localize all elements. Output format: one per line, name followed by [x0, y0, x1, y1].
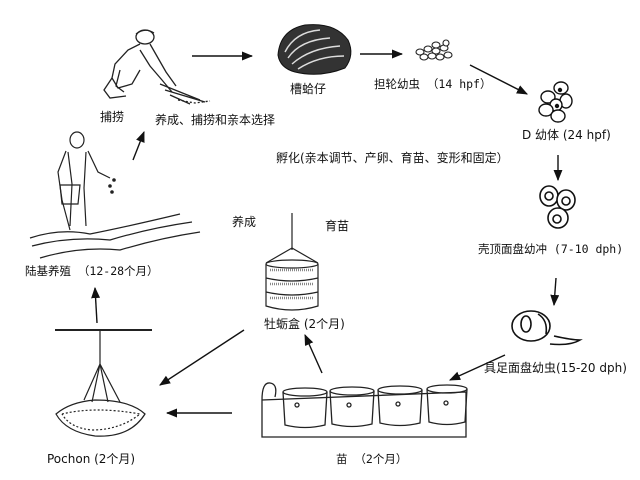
label-d-larva: D 幼体 (24 hpf)	[522, 128, 611, 142]
label-seed: 苗 （2个月）	[336, 452, 408, 466]
seed-tank-illustration	[261, 382, 468, 438]
arrow-trochophore-to-d-larva	[469, 64, 528, 95]
clam-illustration	[277, 24, 352, 75]
cycle-arrows	[91, 49, 563, 418]
arrow-land-to-harvest	[132, 130, 145, 161]
label-grow-out: 养成	[232, 215, 257, 229]
arrow-pochon-to-land	[91, 286, 101, 324]
label-trochophore: 担轮幼虫 （14 hpf）	[374, 77, 491, 91]
label-pochon: Pochon (2个月)	[47, 452, 136, 466]
pochon-illustration	[55, 329, 152, 437]
umbo-larva-illustration	[539, 185, 576, 229]
label-grow-harvest-select: 养成、捕捞和亲本选择	[155, 113, 276, 127]
arrow-oyster-box-to-pochon	[159, 329, 245, 386]
label-oyster-box: 牡蛎盒 (2个月)	[264, 317, 345, 331]
arrow-seed-to-oyster-box	[304, 333, 323, 374]
label-trochophore-text: 担轮幼虫 （14 hpf	[374, 77, 480, 91]
farmer-illustration	[29, 131, 201, 259]
arrow-pediveliger-to-seed	[448, 354, 506, 381]
label-umbo-larva: 壳顶面盘幼冲 (7-10 dph)	[478, 242, 624, 256]
label-trochophore-close: ）	[479, 77, 492, 91]
label-nursery: 育苗	[325, 219, 350, 233]
arrow-umbo-to-pediveliger	[550, 277, 560, 307]
pediveliger-illustration	[511, 310, 583, 346]
oyster-box-illustration	[265, 213, 319, 311]
harvester-illustration	[103, 29, 211, 105]
d-larva-illustration	[538, 81, 573, 123]
label-pediveliger: 具足面盘幼虫(15-20 dph)	[484, 361, 627, 375]
label-harvest: 捕捞	[100, 110, 125, 124]
trochophore-illustration	[415, 39, 453, 61]
label-hatchery: 孵化(亲本调节、产卵、育苗、变形和固定）	[276, 151, 509, 165]
label-land-culture: 陆基养殖 （12-28个月）	[25, 264, 159, 278]
label-clam: 槽蛤仔	[290, 82, 327, 96]
